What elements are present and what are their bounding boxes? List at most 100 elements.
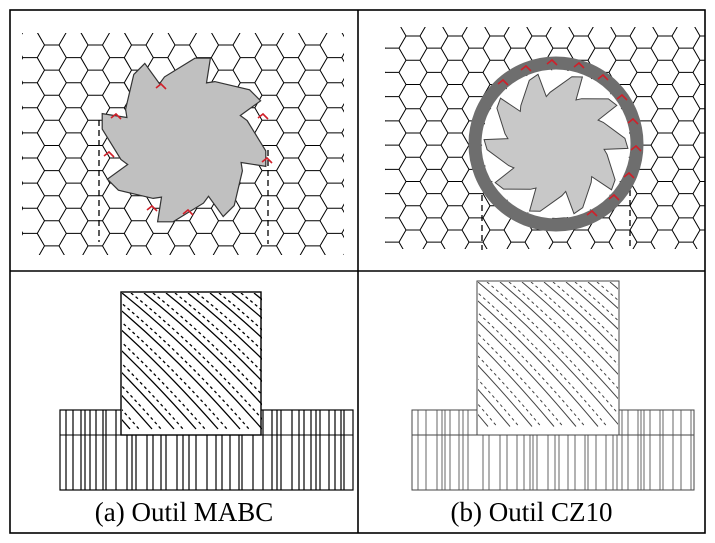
flute-curve — [478, 342, 555, 427]
flute-edge — [478, 403, 498, 427]
flute-edge — [122, 408, 140, 430]
panel-a-bottom — [0, 291, 491, 491]
damage-mark — [573, 61, 585, 69]
damage-mark — [520, 64, 532, 72]
damage-mark — [546, 58, 558, 66]
dashed-guides-a — [98, 120, 269, 244]
flute-curve — [676, 282, 715, 427]
flute-curve — [0, 293, 86, 429]
dashed-guides-b — [481, 190, 631, 250]
flute-edge — [619, 282, 715, 427]
flute-curve — [478, 364, 533, 427]
flute-edge — [478, 333, 564, 427]
flute-edge — [122, 321, 228, 430]
flute-curve — [143, 293, 262, 406]
flute-edge — [263, 293, 403, 429]
fiber-damage-marks-a — [103, 82, 273, 216]
flute-curve — [122, 350, 197, 430]
panel-a-top — [22, 33, 344, 255]
flute-edge — [240, 293, 262, 312]
flute-curve — [276, 293, 416, 429]
damage-mark — [608, 193, 620, 201]
flute-edge — [122, 385, 162, 430]
flute-curve — [324, 282, 466, 427]
flute-curve — [654, 282, 715, 427]
flute-curve — [609, 282, 618, 290]
flute-edge — [122, 302, 250, 430]
flute-edge — [311, 282, 453, 427]
flute-curve — [478, 300, 599, 427]
flute-edge — [685, 282, 715, 427]
helical-end-mill-icon — [302, 280, 715, 436]
flute-edge — [0, 293, 95, 429]
flute-edge — [707, 282, 715, 427]
flute-curve — [478, 320, 577, 427]
panel-a-caption: (a) Outil MABC — [94, 497, 274, 527]
damage-mark — [155, 82, 167, 90]
flute-edge — [478, 378, 520, 427]
flute-curve — [187, 293, 262, 360]
flute-edge — [329, 293, 469, 429]
flute-edge — [530, 282, 618, 366]
flute-curve — [499, 282, 618, 400]
flute-curve — [543, 282, 618, 352]
flute-edge — [663, 282, 715, 427]
panel-b-caption: (b) Outil CZ10 — [450, 497, 613, 527]
milling-tool-cross-section-icon — [101, 57, 267, 223]
flute-edge — [0, 293, 117, 429]
flute-curve — [253, 293, 262, 301]
flute-edge — [478, 312, 586, 427]
flute-edge — [130, 293, 262, 420]
panel-b-top — [385, 27, 705, 250]
damage-mark — [623, 171, 635, 179]
helical-end-mill-icon — [0, 291, 491, 436]
damage-mark — [627, 117, 639, 125]
flute-edge — [478, 355, 542, 427]
flute-curve — [122, 371, 175, 430]
flute-curve — [122, 394, 153, 430]
flute-curve — [320, 293, 460, 429]
damage-mark — [257, 112, 269, 120]
panel-frame — [9, 9, 706, 534]
flute-edge — [486, 282, 618, 415]
damage-mark — [597, 73, 609, 81]
milling-tool-cross-section-icon — [483, 73, 629, 215]
damage-mark — [630, 144, 642, 152]
flute-curve — [165, 293, 262, 383]
flute-edge — [508, 282, 618, 390]
flute-curve — [231, 293, 262, 319]
panel-b-bottom — [302, 280, 715, 491]
flute-curve — [209, 293, 262, 339]
flute-curve — [478, 413, 489, 427]
damage-mark — [182, 208, 194, 216]
flute-curve — [298, 293, 438, 429]
flute-edge — [122, 341, 206, 430]
flute-curve — [587, 282, 618, 309]
damage-mark — [497, 78, 509, 86]
damage-mark — [110, 112, 122, 120]
flute-edge — [333, 282, 475, 427]
flute-curve — [122, 293, 262, 430]
flute-edge — [122, 362, 184, 430]
flute-curve — [302, 282, 444, 427]
damage-mark — [103, 150, 115, 158]
fiber-damage-marks-b — [497, 58, 642, 217]
flute-curve — [122, 310, 241, 430]
damage-mark — [261, 156, 273, 164]
flute-curve — [478, 388, 511, 427]
flute-edge — [351, 293, 491, 429]
flute-curve — [632, 282, 715, 427]
flute-curve — [478, 282, 618, 425]
flute-curve — [0, 293, 108, 429]
flute-curve — [521, 282, 618, 375]
damage-mark — [146, 204, 158, 212]
flute-curve — [565, 282, 618, 330]
flute-edge — [478, 292, 608, 427]
damage-mark — [616, 93, 628, 101]
flute-edge — [285, 293, 425, 429]
damage-mark — [586, 209, 598, 217]
flute-edge — [641, 282, 715, 427]
flute-edge — [307, 293, 447, 429]
flute-curve — [122, 418, 131, 430]
